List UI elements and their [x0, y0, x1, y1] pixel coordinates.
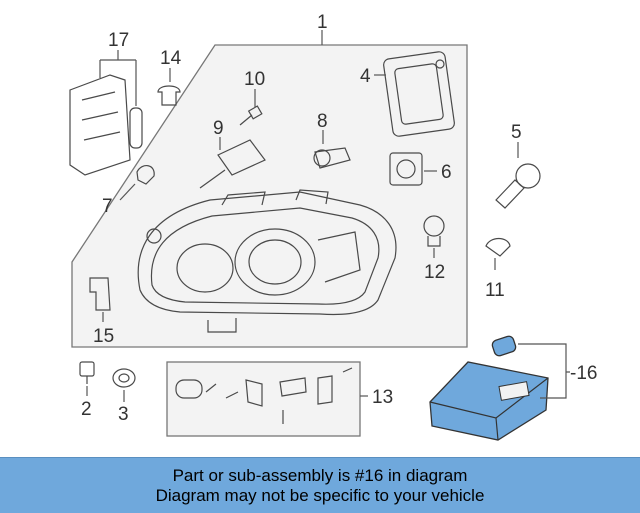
part-15-elbow[interactable] [89, 277, 111, 311]
callout-1[interactable]: 1 [317, 12, 328, 33]
part-8-socket[interactable] [313, 147, 351, 169]
part-3-grommet[interactable] [112, 368, 136, 388]
notice-banner: Part or sub-assembly is #16 in diagram D… [0, 457, 640, 513]
parts-diagram: 1 4 10 9 8 [69, 12, 597, 441]
part-10-screw[interactable] [239, 105, 263, 126]
part-4-bracket[interactable] [383, 51, 455, 137]
callout-11[interactable]: 11 [485, 280, 505, 301]
leader-17 [99, 50, 137, 106]
callout-4[interactable]: 4 [360, 66, 371, 87]
part-17-module[interactable] [69, 74, 143, 176]
part-6-cap[interactable] [389, 152, 423, 186]
part-5-bulb[interactable] [495, 163, 541, 209]
callout-8[interactable]: 8 [317, 111, 328, 132]
callout-12[interactable]: 12 [424, 262, 445, 283]
leader-7 [119, 183, 136, 201]
headlamp-group-box [71, 44, 468, 348]
part-9-actuator[interactable] [199, 139, 266, 189]
part-12-bulb[interactable] [423, 215, 445, 247]
callout-16[interactable]: -16 [570, 363, 597, 384]
part-11-bulb[interactable] [485, 237, 511, 257]
part-13-kit-box[interactable] [166, 361, 361, 437]
part-13-brackets [175, 367, 353, 424]
callout-17[interactable]: 17 [108, 30, 129, 51]
callout-13[interactable]: 13 [372, 387, 393, 408]
part-14-plug[interactable] [157, 85, 181, 106]
callout-6[interactable]: 6 [441, 162, 452, 183]
callout-10[interactable]: 10 [244, 69, 265, 90]
part-2-bolt[interactable] [79, 361, 95, 384]
callout-7[interactable]: 7 [102, 196, 113, 217]
callout-5[interactable]: 5 [511, 122, 522, 143]
leader-16 [518, 343, 570, 399]
banner-line-2: Diagram may not be specific to your vehi… [155, 485, 485, 505]
callout-15[interactable]: 15 [93, 326, 114, 347]
part-7-bulb[interactable] [136, 165, 155, 185]
callout-3[interactable]: 3 [118, 404, 129, 425]
part-16-ballast[interactable] [429, 335, 549, 441]
callout-2[interactable]: 2 [81, 399, 92, 420]
callout-9[interactable]: 9 [213, 118, 224, 139]
callout-14[interactable]: 14 [160, 48, 182, 69]
banner-line-1: Part or sub-assembly is #16 in diagram [172, 465, 468, 485]
headlamp-housing[interactable] [137, 189, 397, 333]
